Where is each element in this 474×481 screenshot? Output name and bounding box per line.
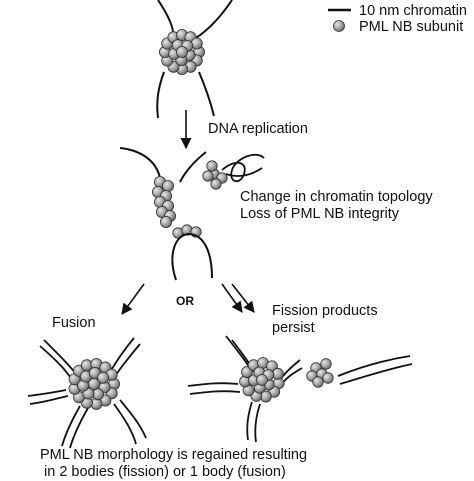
pml-subunit-bead — [206, 160, 218, 172]
arrow-fission-a — [221, 283, 243, 313]
fusion-bead-cluster — [68, 358, 121, 410]
pml-subunit-bead — [312, 376, 324, 388]
middle-bead-chain — [151, 175, 176, 228]
legend-subunit-label: PML NB subunit — [359, 19, 464, 35]
pml-subunit-bead — [175, 46, 188, 59]
fission-label-2: persist — [272, 320, 315, 336]
fission-product-chromatin — [337, 355, 413, 385]
fission-bead-cluster — [239, 357, 285, 403]
arrow-fission-b — [231, 283, 255, 313]
legend-chromatin-label: 10 nm chromatin — [359, 3, 467, 19]
middle-bead-pair — [172, 224, 202, 239]
pml-subunit-bead — [322, 372, 334, 384]
replication-label: DNA replication — [208, 121, 308, 137]
change-label-2: Loss of PML NB integrity — [240, 206, 400, 222]
change-label-1: Change in chromatin topology — [240, 189, 433, 205]
result-label-1: PML NB morphology is regained resulting — [40, 447, 308, 463]
pml-subunit-bead — [88, 377, 101, 390]
fission-label-1: Fission products — [272, 303, 378, 319]
pml-subunit-bead — [256, 374, 268, 386]
pml-subunit-bead — [210, 178, 222, 190]
pml-subunit-bead — [97, 371, 110, 384]
middle-arch — [171, 232, 213, 281]
fusion-label: Fusion — [52, 315, 96, 331]
pml-subunit-bead — [320, 358, 332, 370]
floating-loop — [221, 153, 265, 183]
result-label-2: in 2 bodies (fission) or 1 body (fusion) — [44, 464, 286, 480]
or-label: OR — [176, 294, 194, 308]
pml-subunit-bead — [159, 215, 172, 228]
pml-subunit-bead — [161, 179, 174, 192]
middle-chromatin — [119, 147, 207, 183]
top-bead-cluster — [158, 28, 205, 76]
fission-product-beads — [306, 358, 334, 388]
pml-subunit-bead — [202, 170, 214, 182]
floating-bead-cluster — [202, 160, 228, 190]
arrow-fusion — [121, 283, 145, 315]
fusion-body-chromatin — [27, 337, 147, 449]
legend-subunit-bead — [333, 20, 345, 32]
